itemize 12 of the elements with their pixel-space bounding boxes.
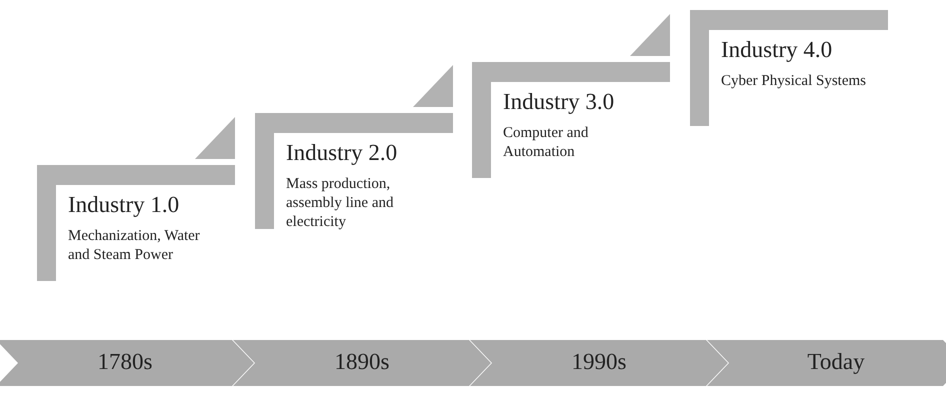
year-label: 1990s	[572, 349, 626, 374]
year-label: 1890s	[334, 349, 390, 374]
step-description: Mass production, assembly line and electricity	[286, 175, 394, 232]
step-description: Cyber Physical Systems	[721, 72, 867, 91]
step-heading: Industry 1.0	[68, 192, 180, 218]
step-heading: Industry 4.0	[721, 37, 832, 63]
year-label: Today	[807, 349, 865, 374]
step-heading: Industry 2.0	[286, 140, 398, 166]
step-heading: Industry 3.0	[503, 89, 614, 115]
step-description: Computer and Automation	[503, 124, 590, 162]
year-label: 1780s	[98, 349, 152, 374]
step-description: Mechanization, Water and Steam Power	[68, 227, 201, 265]
